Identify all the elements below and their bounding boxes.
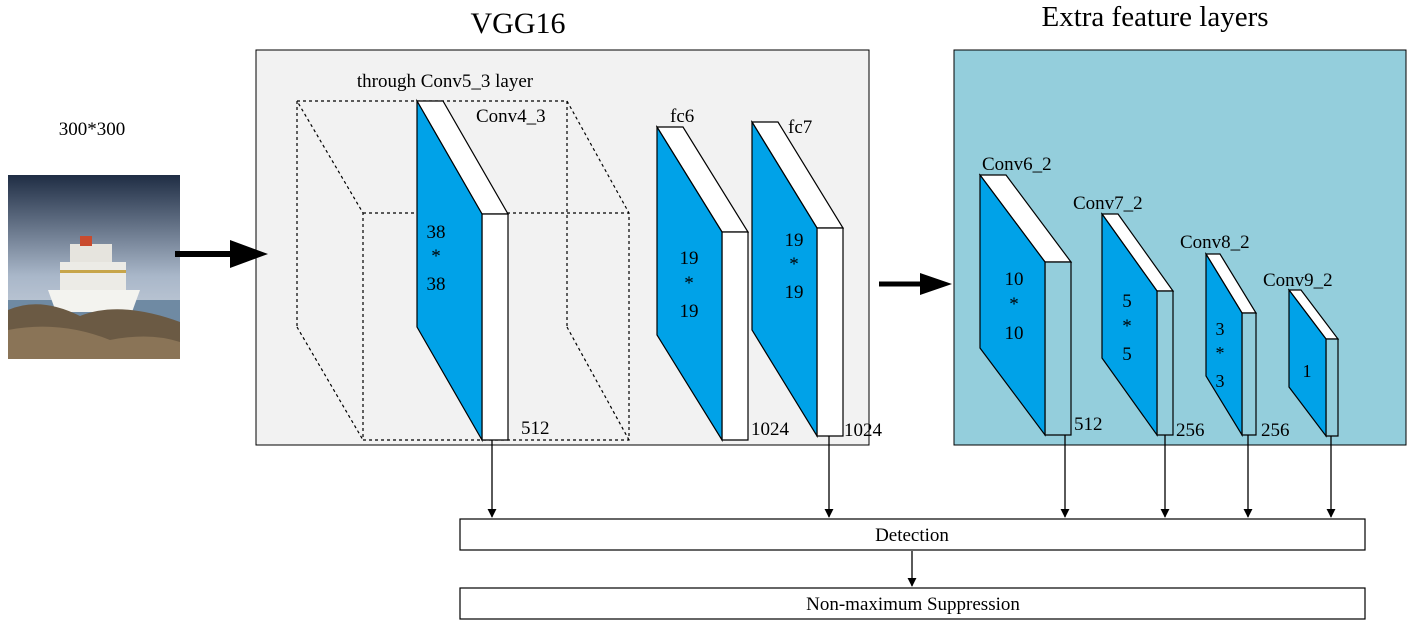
input-arrow — [175, 240, 268, 268]
layer-fc7-dim-top: 19 — [785, 230, 804, 251]
detection-label: Detection — [875, 525, 949, 546]
layer-fc7-front-face — [751, 119, 818, 439]
layer-fc7-name: fc7 — [788, 117, 812, 138]
layer-conv4-3-front-face — [416, 98, 483, 443]
extra-layers-title: Extra feature layers — [1041, 1, 1268, 33]
layer-conv7-2-dim-mid: * — [1122, 316, 1132, 337]
layer-conv7-2-dim-top: 5 — [1122, 291, 1132, 312]
layer-conv7-2-name: Conv7_2 — [1073, 193, 1143, 214]
layer-fc6-dim-top: 19 — [680, 248, 699, 269]
layer-conv7-2-side-face — [1156, 290, 1174, 436]
layer-conv8-2: Conv8_2 3 * 3 256 — [1180, 232, 1290, 441]
layer-conv6-2-dim-mid: * — [1009, 294, 1019, 315]
layer-conv8-2-dim-bot: 3 — [1216, 371, 1225, 391]
layer-conv6-2-dim-top: 10 — [1005, 269, 1024, 290]
layer-fc6-side-face — [721, 231, 749, 441]
layer-fc6: fc6 19 * 19 1024 — [655, 106, 790, 443]
layer-fc6-channels: 1024 — [751, 419, 790, 440]
layer-conv4-3-dim-top: 38 — [427, 222, 446, 243]
nms-box — [459, 587, 1366, 620]
layer-conv4-3-dim-mid: * — [431, 246, 441, 267]
layer-fc6-dim-bot: 19 — [680, 301, 699, 322]
layer-conv6-2-dim-bot: 10 — [1005, 323, 1024, 344]
layer-conv4-3: Conv4_3 38 * 38 512 — [415, 98, 550, 443]
layer-conv6-2-front-face — [979, 173, 1046, 437]
vgg-dotted-volume — [296, 100, 630, 441]
layer-fc7-dim-bot: 19 — [785, 282, 804, 303]
layer-conv8-2-name: Conv8_2 — [1180, 232, 1250, 253]
layer-conv4-3-side-face — [481, 213, 509, 441]
layer-fc7-dim-mid: * — [789, 254, 799, 275]
layer-fc6-front-face — [656, 124, 723, 443]
layer-conv4-3-name: Conv4_3 — [476, 106, 546, 127]
vgg-to-extra-arrow — [879, 273, 952, 295]
layer-fc7: fc7 19 * 19 1024 — [750, 117, 883, 441]
detection-connectors — [487, 435, 1336, 518]
vgg16-title: VGG16 — [471, 7, 566, 40]
layer-conv4-3-channels: 512 — [521, 418, 550, 439]
layer-fc7-side-face — [816, 227, 844, 437]
layer-conv7-2-channels: 256 — [1176, 420, 1205, 441]
layer-conv8-2-dim-top: 3 — [1216, 319, 1225, 339]
input-image — [8, 175, 180, 359]
layer-conv6-2-channels: 512 — [1074, 414, 1103, 435]
layer-conv8-2-channels: 256 — [1261, 420, 1290, 441]
layer-conv7-2: Conv7_2 5 * 5 256 — [1073, 193, 1205, 441]
input-size-label: 300*300 — [59, 119, 126, 140]
layer-conv9-2-name: Conv9_2 — [1263, 270, 1333, 291]
layer-conv6-2-side-face — [1044, 261, 1072, 436]
layer-conv7-2-dim-bot: 5 — [1122, 344, 1132, 365]
layer-conv9-2-dim-top: 1 — [1303, 361, 1312, 381]
layer-conv9-2-side-face — [1325, 338, 1339, 437]
through-conv5-3-label: through Conv5_3 layer — [357, 71, 534, 92]
layer-conv7-2-front-face — [1101, 212, 1158, 437]
layer-conv8-2-side-face — [1241, 312, 1257, 436]
layer-conv9-2-front-face — [1288, 288, 1327, 438]
layer-fc7-channels: 1024 — [844, 420, 883, 441]
layer-conv9-2: Conv9_2 1 — [1263, 270, 1340, 438]
nms-label: Non-maximum Suppression — [806, 594, 1020, 615]
detection-box — [459, 518, 1366, 551]
layer-conv8-2-front-face — [1205, 251, 1243, 438]
layer-fc6-dim-mid: * — [684, 273, 694, 294]
layer-fc6-name: fc6 — [670, 106, 694, 127]
layer-conv6-2-name: Conv6_2 — [982, 154, 1052, 175]
layer-conv4-3-dim-bot: 38 — [427, 274, 446, 295]
layer-conv6-2: Conv6_2 10 * 10 512 — [978, 154, 1103, 437]
layer-conv8-2-dim-mid: * — [1216, 343, 1225, 363]
